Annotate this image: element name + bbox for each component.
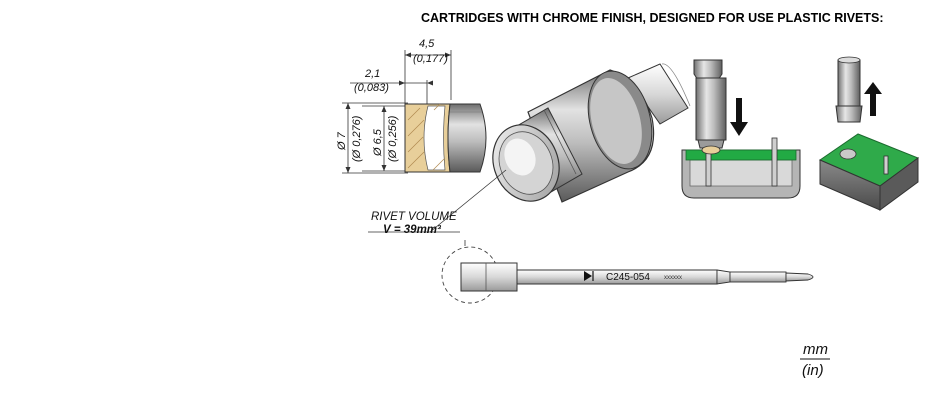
rivet-press-view <box>681 59 801 199</box>
rivet-pin-right <box>771 137 778 187</box>
units-legend: mm (in) <box>800 341 830 379</box>
press-tool-body <box>695 77 727 141</box>
cross-section-view: 4,5 (0,177) 2,1 (0,083) Ø 7 (Ø 0,276) Ø … <box>336 38 487 174</box>
tip-shaft-rear <box>627 63 689 125</box>
dia-inner-in: (Ø 0,256) <box>387 115 399 162</box>
dia-inner-mm: Ø 6,5 <box>372 128 384 157</box>
rivet-leader-line <box>429 169 507 233</box>
page-title: CARTRIDGES WITH CHROME FINISH, DESIGNED … <box>421 11 884 25</box>
tip-profile-view: C245-054 xxxxxx <box>441 246 814 304</box>
depth-inner-mm: 2,1 <box>364 68 380 80</box>
profile-neck <box>729 271 787 283</box>
pcb-board <box>685 149 797 161</box>
depth-inner-in: (0,083) <box>354 82 389 94</box>
riveted-head <box>839 148 857 160</box>
depth-outer-in: (0,177) <box>413 53 448 65</box>
raised-tool-body <box>837 59 861 111</box>
tip-model-label: C245-054 <box>606 272 650 283</box>
rivet-volume-label: RIVET VOLUME <box>371 211 457 223</box>
rivet-cavity <box>423 105 446 171</box>
section-cylinder-body <box>447 103 487 173</box>
rivet-result-view <box>818 56 920 211</box>
arrow-up-icon <box>864 82 882 116</box>
rivet-volume-value: V = 39mm³ <box>383 224 442 236</box>
profile-pin <box>785 272 814 282</box>
units-primary: mm <box>803 341 828 358</box>
tip-3d-view <box>492 63 691 203</box>
units-secondary: (in) <box>802 362 824 379</box>
dia-outer-in: (Ø 0,276) <box>351 115 363 162</box>
arrow-down-icon <box>730 98 748 136</box>
depth-outer-mm: 4,5 <box>419 38 435 50</box>
profile-sleeve <box>460 262 518 292</box>
tip-serial-label: xxxxxx <box>664 275 682 281</box>
dia-outer-mm: Ø 7 <box>336 131 348 151</box>
